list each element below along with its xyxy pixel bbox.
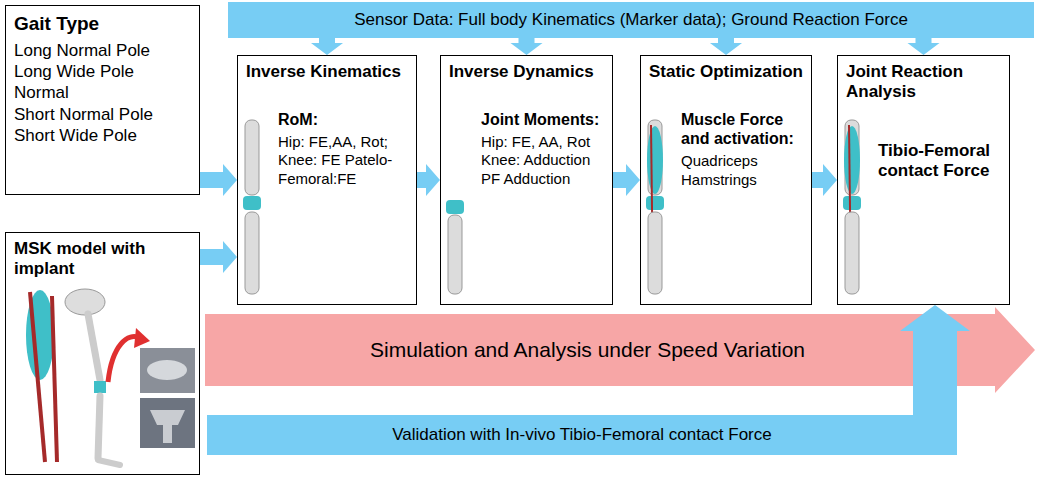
node-body: Muscle Force and activation: <box>649 110 803 148</box>
node-heading: MSK model with implant <box>14 239 191 280</box>
flow-arrow <box>710 38 742 55</box>
bone-figure <box>446 200 464 294</box>
model-box: MSK model with implant <box>5 232 200 475</box>
node-body: Tibio-Femoral contact Force <box>846 141 1001 182</box>
flow-arrow <box>311 38 343 55</box>
node-body: Normal <box>14 82 191 103</box>
flow-arrow <box>812 164 837 196</box>
flow-arrow <box>511 38 543 55</box>
arrow-shape <box>511 38 543 55</box>
process-box: Joint Reaction AnalysisTibio-Femoral con… <box>837 55 1010 305</box>
gait-type-box: Gait TypeLong Normal PoleLong Wide PoleN… <box>5 5 200 195</box>
node-body: Short Wide Pole <box>14 125 191 146</box>
arrow-shape <box>311 38 343 55</box>
node-body: Long Normal Pole <box>14 40 191 61</box>
process-box: Inverse KinematicsRoM: Hip: FE,AA, Rot; K… <box>237 55 417 305</box>
bone-figure <box>843 120 861 294</box>
node-body: Long Wide Pole <box>14 61 191 82</box>
flow-arrow <box>900 305 970 415</box>
flow-arrow <box>417 164 440 196</box>
arrow-shape <box>613 164 640 196</box>
node-body: Hip: FE,AA, Rot; Knee: FE Patelo-Femoral… <box>246 133 408 189</box>
node-body: Hip: FE, AA, Rot Knee: Adduction PF Addu… <box>449 133 604 189</box>
flow-arrow <box>908 38 940 55</box>
arrow-shape <box>710 38 742 55</box>
bone-figure <box>646 120 664 294</box>
speed-arrow <box>205 307 1035 393</box>
node-heading: Gait Type <box>14 12 191 36</box>
arrow-shape <box>908 38 940 55</box>
bone-figure <box>243 120 261 294</box>
arrow-shape <box>417 164 440 196</box>
node-body: Quadriceps Hamstrings <box>649 152 803 190</box>
arrow-shape <box>200 164 237 196</box>
node-heading: Simulation and Analysis under Speed Vari… <box>370 338 805 362</box>
sensor-band: Sensor Data: Full body Kinematics (Marke… <box>228 2 1034 38</box>
node-heading: Sensor Data: Full body Kinematics (Marke… <box>354 10 908 30</box>
arrow-shape <box>900 305 970 415</box>
node-body: Short Normal Pole <box>14 104 191 125</box>
arrow-shape <box>812 164 837 196</box>
validation-band: Validation with In-vivo Tibio-Femoral co… <box>207 415 957 455</box>
flow-arrow <box>613 164 640 196</box>
msk-model-figure <box>26 289 195 465</box>
node-heading: Joint Reaction Analysis <box>846 62 1001 101</box>
node-heading: Validation with In-vivo Tibio-Femoral co… <box>392 425 772 445</box>
process-box: Static OptimizationMuscle Force and acti… <box>640 55 812 305</box>
node-heading: Static Optimization <box>649 62 803 82</box>
flow-arrow <box>200 164 237 196</box>
arrow-shape <box>200 241 237 273</box>
node-body: RoM: <box>246 110 408 129</box>
node-heading: Inverse Dynamics <box>449 62 604 82</box>
node-body: Joint Moments: <box>449 110 604 129</box>
node-heading: Inverse Kinematics <box>246 62 408 82</box>
simulation-band: Simulation and Analysis under Speed Vari… <box>205 314 985 386</box>
flow-arrow <box>200 241 237 273</box>
process-box: Inverse DynamicsJoint Moments: Hip: FE, A… <box>440 55 613 305</box>
